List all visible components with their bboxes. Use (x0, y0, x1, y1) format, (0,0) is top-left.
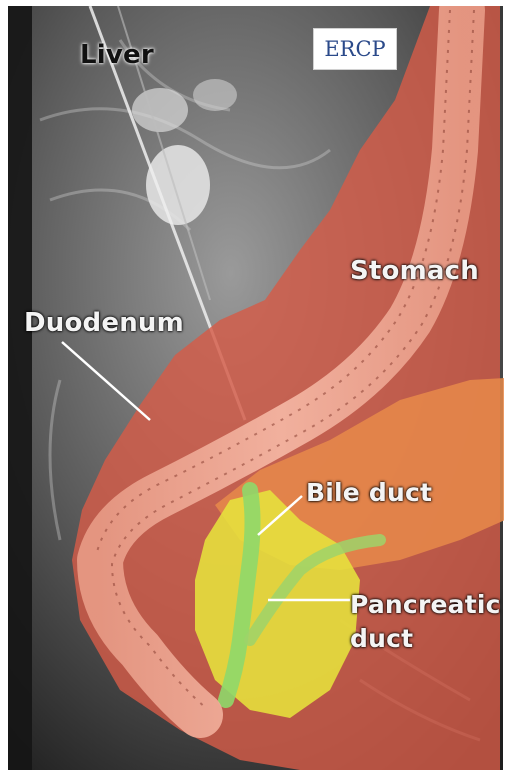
liver-label: Liver (80, 40, 154, 70)
duodenum-label: Duodenum (24, 308, 184, 338)
pancreatic-duct-label-line1: Pancreatic (350, 588, 501, 622)
pancreatic-duct-label: Pancreatic duct (350, 588, 501, 656)
stomach-label: Stomach (350, 256, 479, 286)
ercp-badge: ERCP (313, 28, 397, 70)
ercp-badge-text: ERCP (324, 37, 385, 61)
bile-duct-label: Bile duct (306, 478, 432, 507)
pancreatic-duct-label-line2: duct (350, 622, 501, 656)
